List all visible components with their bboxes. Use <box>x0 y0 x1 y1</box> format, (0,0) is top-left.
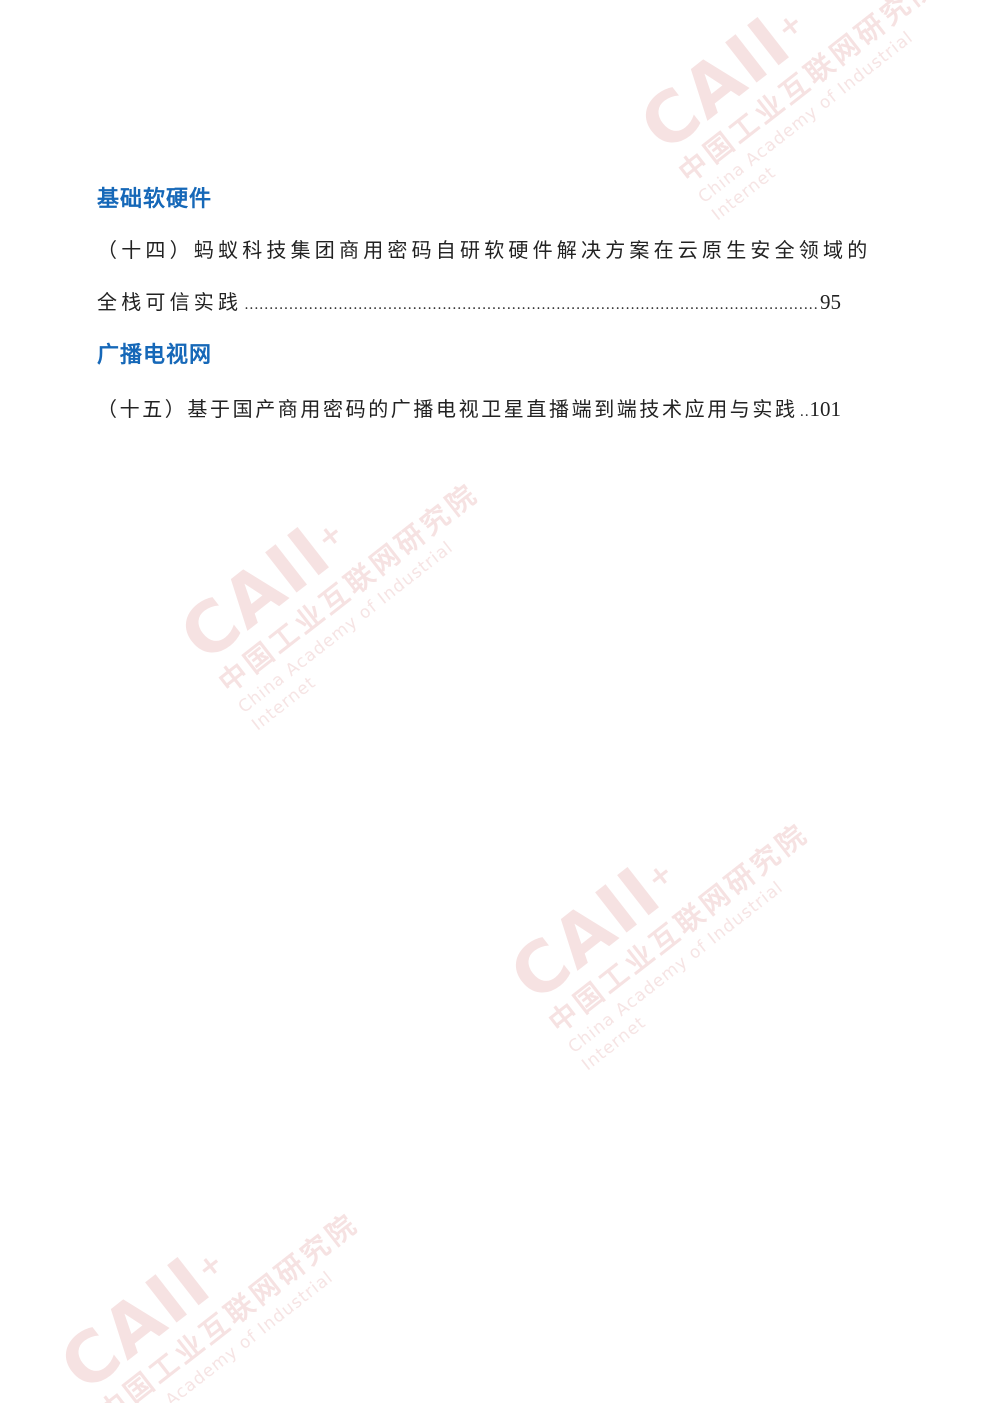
watermark: CAII+ 中国工业互联网研究院 China Academy of Indust… <box>625 0 981 226</box>
watermark-org-en: China Academy of Industrial Internet <box>115 1267 338 1403</box>
toc-dot-leader <box>244 291 818 319</box>
watermark-org-cn: 中国工业互联网研究院 <box>672 0 946 190</box>
watermark-org-cn: 中国工业互联网研究院 <box>92 1206 366 1403</box>
watermark: CAII+ 中国工业互联网研究院 China Academy of Indust… <box>45 1144 401 1403</box>
toc-page-number: 95 <box>820 290 841 314</box>
watermark-org-en: China Academy of Industrial Internet <box>564 877 788 1075</box>
toc-entry-title-line1[interactable]: （十四）蚂蚁科技集团商用密码自研软硬件解决方案在云原生安全领域的 <box>97 238 872 262</box>
toc-entry[interactable]: （十五）基于国产商用密码的广播电视卫星直播端到端技术应用与实践 101 <box>97 395 841 426</box>
watermark-logo: CAII+ <box>45 1240 231 1403</box>
watermark: CAII+ 中国工业互联网研究院 China Academy of Indust… <box>495 754 851 1075</box>
watermark-org-cn: 中国工业互联网研究院 <box>542 816 816 1040</box>
watermark-logo: CAII+ <box>495 850 681 1018</box>
watermark-org-en: China Academy of Industrial Internet <box>234 537 458 735</box>
toc-entry-title: 全栈可信实践 <box>97 290 243 314</box>
toc-entry[interactable]: 全栈可信实践 95 <box>97 288 841 319</box>
toc-page-number: 101 <box>809 397 842 421</box>
watermark-logo: CAII+ <box>165 510 351 678</box>
toc-entry-title: （十五）基于国产商用密码的广播电视卫星直播端到端技术应用与实践 <box>97 397 798 421</box>
watermark-logo: CAII+ <box>625 0 811 168</box>
section-heading: 基础软硬件 <box>97 187 213 212</box>
watermark: CAII+ 中国工业互联网研究院 China Academy of Indust… <box>165 414 521 735</box>
watermark-org-en: China Academy of Industrial Internet <box>694 27 918 225</box>
section-heading: 广播电视网 <box>97 343 213 368</box>
toc-dot-leader <box>800 398 808 426</box>
watermark-org-cn: 中国工业互联网研究院 <box>212 476 486 700</box>
